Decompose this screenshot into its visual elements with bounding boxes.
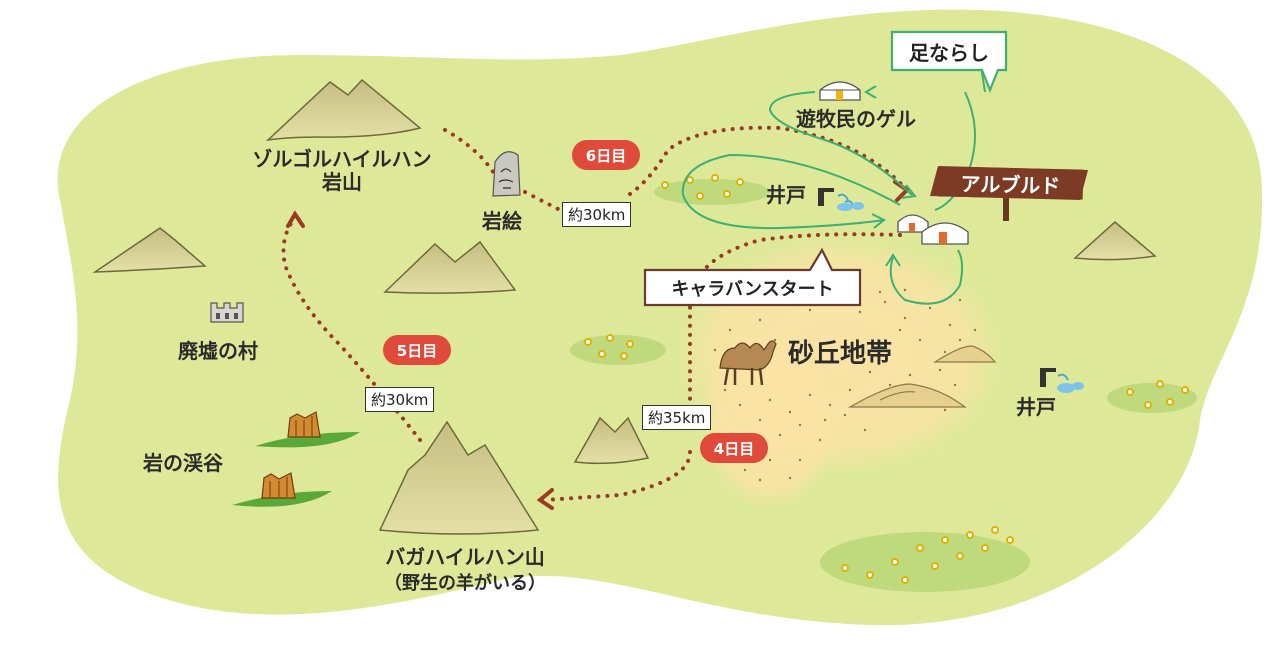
caravan-route: [281, 125, 907, 502]
warmup-callout-border: [890, 30, 1008, 93]
flower-patch-icon: [1107, 380, 1197, 413]
flower-patch-icon: [820, 526, 1030, 592]
camp-sign-label: アルブルド: [937, 166, 1084, 200]
petroglyph-stone-icon: [492, 151, 521, 197]
rock-formation-icon: [232, 472, 332, 507]
caravan-start-callout: キャラバンスタート: [671, 278, 834, 300]
warmup-arrowheads: [864, 85, 917, 267]
land-area: [57, 9, 1263, 626]
camel-icon: [719, 340, 777, 386]
rock-formation-icon: [255, 411, 360, 448]
day-badge-6: 6日目: [572, 140, 640, 170]
mountain-icon: [383, 240, 517, 294]
ger-icon: [897, 214, 929, 233]
label-baga-khairkhan-mountain: バガハイルハン山: [385, 545, 545, 569]
distance-label: 約35km: [642, 405, 712, 430]
label-nomad-ger: 遊牧民のゲル: [796, 107, 916, 131]
label-well: 井戸: [1016, 395, 1056, 419]
flower-patch-icon: [570, 334, 666, 365]
day-badge-4: 4日目: [700, 433, 768, 463]
warmup-callout: 足ならし: [909, 40, 989, 65]
mountain-icon: [573, 416, 650, 465]
mountain-icon: [92, 227, 207, 273]
well-icon: [818, 188, 864, 211]
mountain-icon: [378, 420, 540, 535]
label-wild-sheep-note: （野生の羊がいる）: [384, 573, 546, 594]
mountain-icon: [265, 78, 422, 142]
sand-dune-icon: [847, 383, 967, 408]
sand-dune-icon: [932, 345, 997, 363]
distance-label: 約30km: [365, 387, 435, 412]
mountain-icon: [1073, 221, 1157, 261]
label-sand-dune-area: 砂丘地帯: [788, 339, 893, 369]
ger-icon: [819, 81, 861, 101]
distance-label: 約30km: [562, 202, 632, 227]
label-ruined-village: 廃墟の村: [178, 339, 258, 363]
well-icon: [1040, 368, 1084, 393]
label-zorgol-rock-mountain: ゾルゴルハイルハン 岩山: [252, 147, 432, 194]
ruins-icon: [210, 302, 244, 323]
label-petroglyph: 岩絵: [482, 209, 522, 233]
label-rock-ravine: 岩の渓谷: [143, 451, 223, 475]
ger-icon: [921, 222, 969, 245]
caravan-callout-border: [643, 247, 862, 307]
day-badge-5: 5日目: [383, 335, 451, 365]
label-well: 井戸: [766, 183, 806, 207]
